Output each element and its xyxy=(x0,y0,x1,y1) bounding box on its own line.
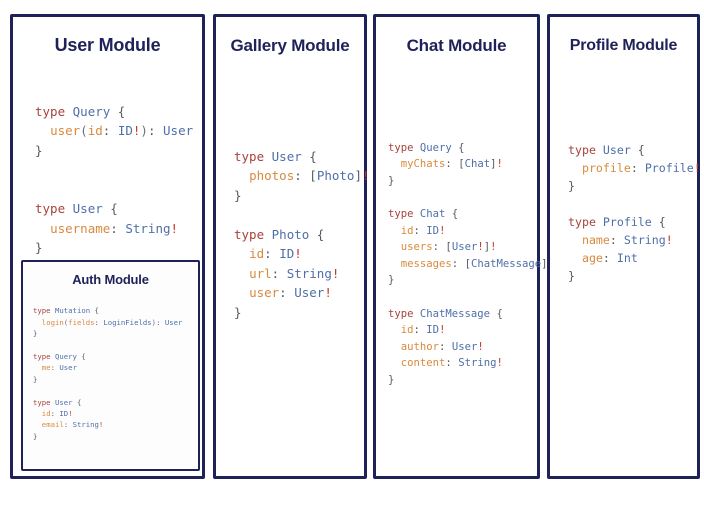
schema-code-profile: type User { profile: Profile! } type Pro… xyxy=(568,142,701,283)
schema-code-chat: type Query { myChats: [Chat]! } type Cha… xyxy=(388,141,554,386)
module-card-auth[interactable]: Auth Module type Mutation { login(fields… xyxy=(21,260,200,471)
module-title-chat: Chat Module xyxy=(406,36,507,55)
module-title-gallery: Gallery Module xyxy=(230,36,350,55)
schema-code-user: type Query { user(id: ID!): User } type … xyxy=(35,103,194,256)
module-title-user: User Module xyxy=(54,35,161,55)
module-card-user[interactable]: User Module type Query { user(id: ID!): … xyxy=(10,14,205,479)
module-card-gallery[interactable]: Gallery Module type User { photos: [Phot… xyxy=(213,14,370,479)
module-card-chat[interactable]: Chat Module type Query { myChats: [Chat]… xyxy=(373,14,554,479)
module-title-profile: Profile Module xyxy=(569,37,678,54)
schema-code-auth: type Mutation { login(fields: LoginField… xyxy=(33,306,183,441)
module-title-auth: Auth Module xyxy=(72,272,149,287)
module-card-profile[interactable]: Profile Module type User { profile: Prof… xyxy=(547,14,701,479)
schema-code-gallery: type User { photos: [Photo]! } type Phot… xyxy=(234,148,370,320)
